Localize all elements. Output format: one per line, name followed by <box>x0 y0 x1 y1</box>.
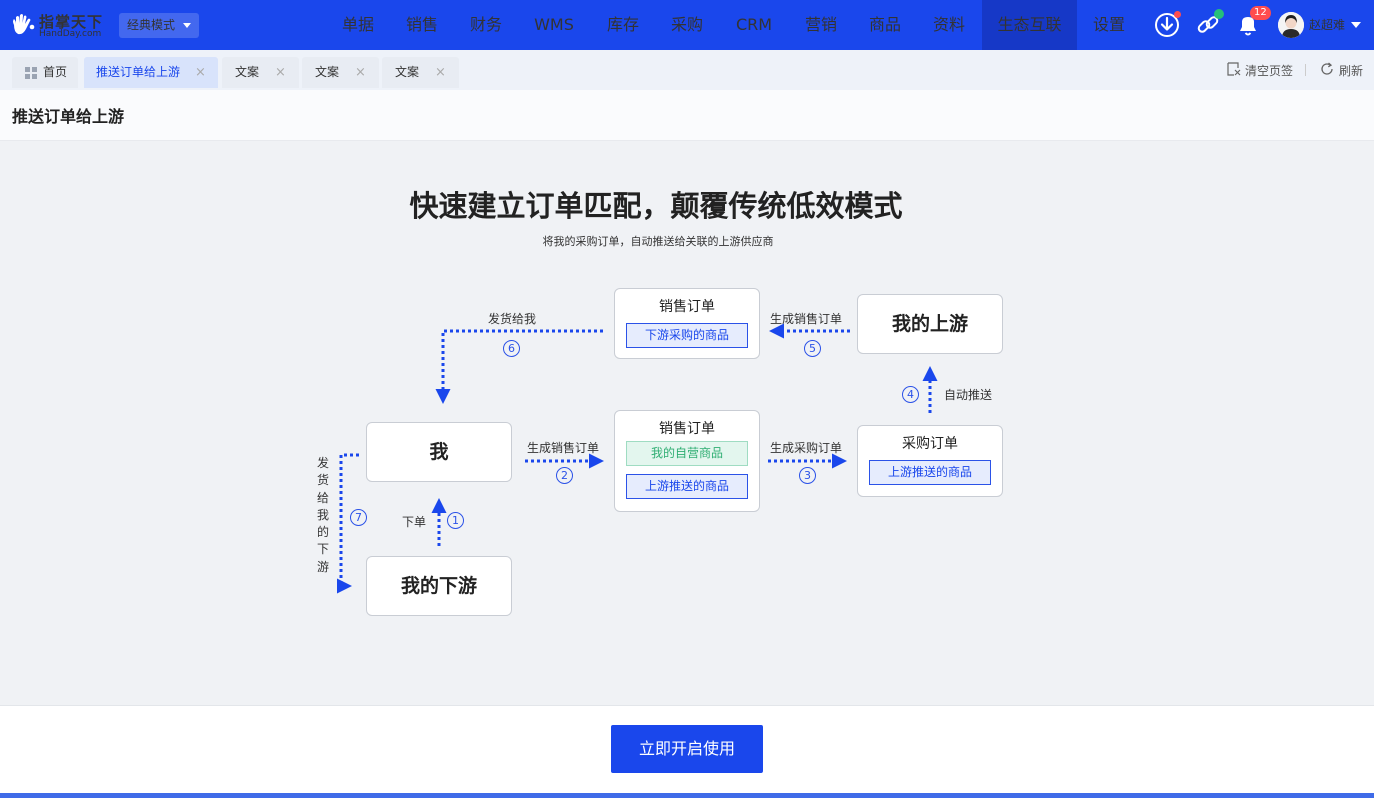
user-avatar-icon <box>1278 12 1304 38</box>
tab-copy-2[interactable]: 文案 × <box>302 57 379 88</box>
tab-copy-1[interactable]: 文案 × <box>222 57 299 88</box>
notifications-button[interactable] <box>1234 11 1262 39</box>
step-7-label: 发货给我的下游 <box>317 456 330 574</box>
tab-label: 首页 <box>43 65 68 79</box>
user-name[interactable]: 赵超难 <box>1309 18 1346 32</box>
brand-logo[interactable]: 指掌天下 HandDay.com <box>10 10 106 40</box>
notification-count-badge: 12 <box>1250 6 1271 20</box>
node-me: 我 <box>366 422 512 482</box>
caret-down-icon <box>183 23 191 28</box>
refresh-icon[interactable] <box>1320 62 1334 76</box>
step-1-number: 1 <box>447 512 464 529</box>
nav-item-resources[interactable]: 资料 <box>932 15 965 34</box>
step-2-label: 生成销售订单 <box>527 441 600 455</box>
tab-push-order-upstream[interactable]: 推送订单给上游 × <box>84 57 218 88</box>
step-3-label: 生成采购订单 <box>770 441 843 455</box>
connected-status-icon <box>1214 9 1224 19</box>
item-downstream-purchased: 下游采购的商品 <box>626 323 748 348</box>
clear-tabs-button[interactable]: 清空页签 <box>1245 64 1294 78</box>
step-2-number: 2 <box>556 467 573 484</box>
tab-label: 文案 <box>395 65 420 79</box>
tab-copy-3[interactable]: 文案 × <box>382 57 459 88</box>
clear-tabs-icon[interactable] <box>1227 62 1241 76</box>
brand-domain: HandDay.com <box>39 29 102 39</box>
tab-label: 文案 <box>235 65 260 79</box>
nav-item-inventory[interactable]: 库存 <box>606 15 639 34</box>
node-title: 采购订单 <box>902 436 958 452</box>
nav-item-sales[interactable]: 销售 <box>405 15 438 34</box>
item-upstream-pushed: 上游推送的商品 <box>869 460 991 485</box>
tab-label: 推送订单给上游 <box>96 65 181 79</box>
node-downstream: 我的下游 <box>366 556 512 616</box>
nav-item-settings[interactable]: 设置 <box>1092 15 1125 34</box>
item-upstream-pushed: 上游推送的商品 <box>626 474 748 499</box>
hero-title: 快速建立订单匹配，颠覆传统低效模式 <box>409 189 903 223</box>
tab-close-icon[interactable]: × <box>355 65 366 80</box>
step-4-number: 4 <box>902 386 919 403</box>
nav-item-crm[interactable]: CRM <box>735 15 773 34</box>
toolbar-divider <box>1305 64 1306 76</box>
tab-home[interactable]: 首页 <box>12 57 78 88</box>
node-sales-order-top: 销售订单 下游采购的商品 <box>614 288 760 359</box>
download-button[interactable] <box>1153 11 1181 39</box>
page-title: 推送订单给上游 <box>12 107 125 126</box>
unread-dot <box>1174 11 1181 18</box>
nav-item-finance[interactable]: 财务 <box>469 15 502 34</box>
link-button[interactable] <box>1194 9 1224 39</box>
nav-item-ecosystem[interactable]: 生态互联 <box>982 0 1077 50</box>
page-header <box>0 90 1374 141</box>
step-6-label: 发货给我 <box>488 312 537 326</box>
item-own-products: 我的自营商品 <box>626 441 748 466</box>
caret-down-icon[interactable] <box>1351 22 1361 28</box>
brand-name: 指掌天下 <box>39 13 104 31</box>
nav-item-marketing[interactable]: 营销 <box>804 15 837 34</box>
enable-now-button[interactable]: 立即开启使用 <box>611 725 763 773</box>
nav-item-products[interactable]: 商品 <box>868 15 901 34</box>
refresh-button[interactable]: 刷新 <box>1339 64 1364 78</box>
nav-item-purchase[interactable]: 采购 <box>670 15 703 34</box>
step-1-label: 下单 <box>402 515 427 529</box>
step-5-label: 生成销售订单 <box>770 312 843 326</box>
step-7-number: 7 <box>350 509 367 526</box>
avatar[interactable] <box>1278 12 1304 38</box>
nav-item-wms[interactable]: WMS <box>534 15 574 34</box>
tab-close-icon[interactable]: × <box>435 65 446 80</box>
node-sales-order-mid: 销售订单 我的自营商品 上游推送的商品 <box>614 410 760 512</box>
nav-item-documents[interactable]: 单据 <box>341 15 374 34</box>
step-3-number: 3 <box>799 467 816 484</box>
mode-dropdown-value: 经典模式 <box>127 18 176 32</box>
grid-icon <box>25 67 37 79</box>
step-4-label: 自动推送 <box>944 388 993 402</box>
download-icon <box>1155 13 1179 37</box>
step-6-number: 6 <box>503 340 520 357</box>
node-title: 销售订单 <box>659 299 715 315</box>
bell-icon <box>1240 17 1256 36</box>
hero-subtitle: 将我的采购订单，自动推送给关联的上游供应商 <box>542 235 774 248</box>
bottom-accent-line <box>0 793 1374 798</box>
node-upstream: 我的上游 <box>857 294 1003 354</box>
step-5-number: 5 <box>804 340 821 357</box>
node-title: 销售订单 <box>659 421 715 437</box>
node-purchase-order: 采购订单 上游推送的商品 <box>857 425 1003 497</box>
hand-logo-icon <box>13 14 35 35</box>
tab-close-icon[interactable]: × <box>275 65 286 80</box>
top-nav-bar <box>0 0 1374 50</box>
mode-dropdown[interactable]: 经典模式 <box>119 13 199 38</box>
tab-close-icon[interactable]: × <box>195 65 206 80</box>
tab-label: 文案 <box>315 65 340 79</box>
